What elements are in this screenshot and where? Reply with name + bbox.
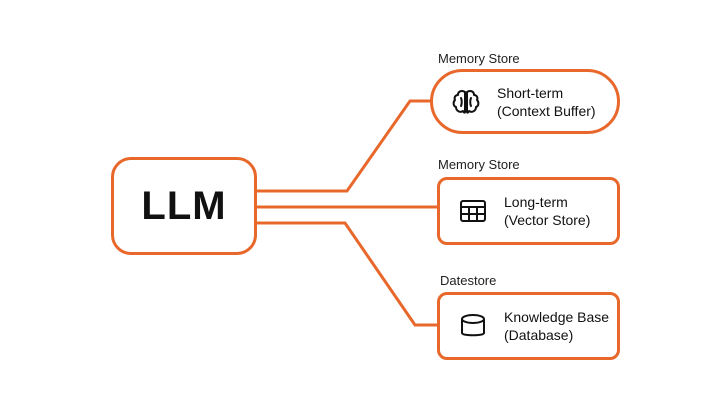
knowledge-base-title: Knowledge Base (504, 309, 610, 325)
category-label-short-term: Memory Store (438, 51, 520, 66)
brain-icon (452, 89, 480, 114)
database-cylinder-icon (461, 314, 485, 337)
long-term-title: Long-term (504, 194, 568, 210)
connector-knowledge-base (255, 221, 439, 327)
short-term-title: Short-term (497, 84, 564, 101)
category-label-knowledge-base: Datestore (440, 273, 497, 288)
long-term-subtitle: (Vector Store) (504, 212, 591, 228)
llm-label: LLM (141, 183, 227, 228)
knowledge-base-node: Knowledge Base (Database) (437, 292, 620, 360)
table-grid-icon (460, 200, 486, 222)
short-term-subtitle: (Context Buffer) (497, 102, 596, 119)
knowledge-base-subtitle: (Database) (504, 327, 574, 343)
category-label-long-term: Memory Store (438, 157, 520, 172)
connector-short-term (255, 99, 432, 193)
llm-node: LLM (111, 157, 257, 255)
long-term-memory-node: Long-term (Vector Store) (437, 177, 620, 245)
short-term-memory-node: Short-term (Context Buffer) (430, 69, 620, 134)
